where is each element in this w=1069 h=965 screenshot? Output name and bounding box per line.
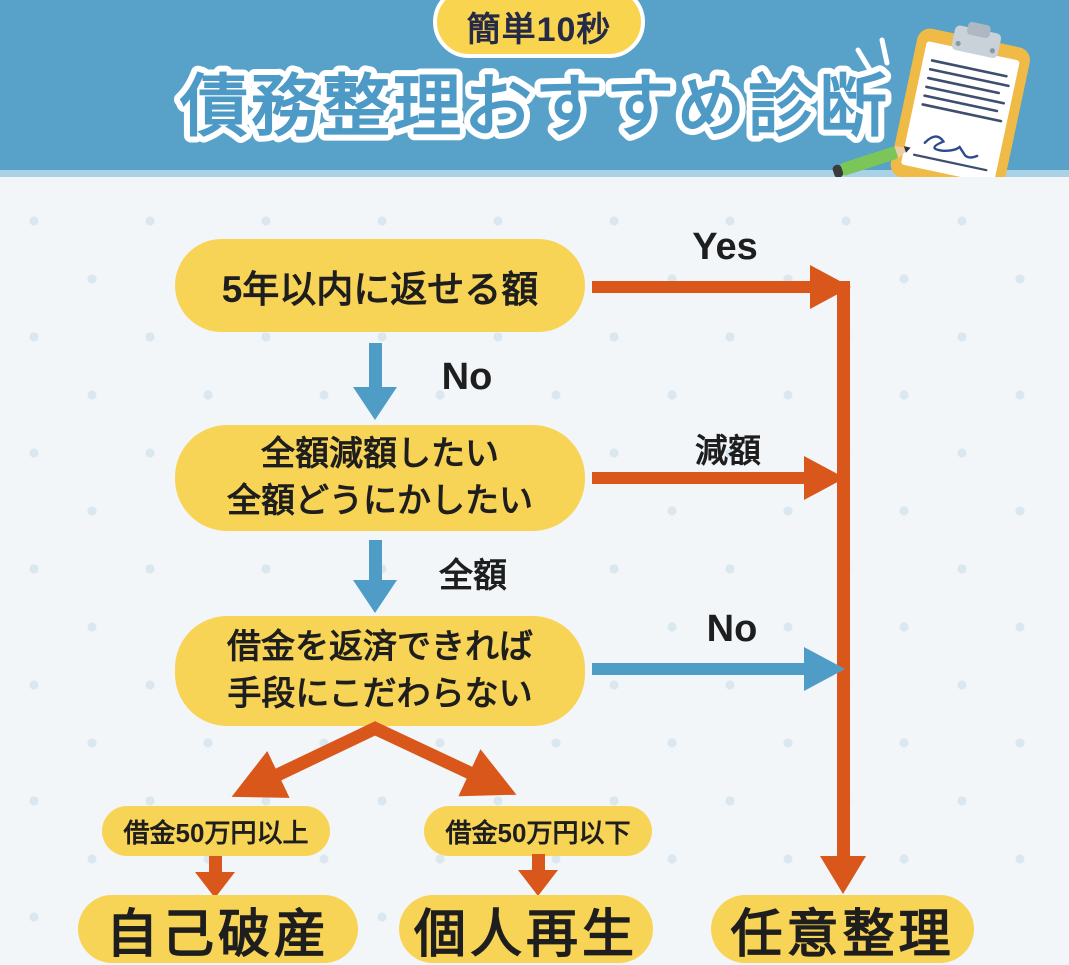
page-title-svg: 債務整理おすすめ診断	[173, 63, 893, 151]
result-rehabilitation-label: 個人再生	[413, 905, 638, 964]
page-title: 債務整理おすすめ診断	[179, 69, 890, 145]
pencil-icon	[832, 146, 911, 178]
no-label: No	[441, 356, 493, 398]
no-arrowhead-right-icon	[804, 647, 845, 691]
reduce-arrow-line	[592, 472, 807, 484]
node-q3: 借金を返済できれば 手段にこだわらない	[175, 616, 585, 726]
no-label-2: No	[706, 608, 758, 650]
drop-right-line	[532, 854, 545, 872]
result-voluntary-arrangement-label: 任意整理	[730, 905, 955, 964]
condition-left-label: 借金50万円以上	[123, 817, 309, 848]
result-rehabilitation: 個人再生	[399, 895, 653, 964]
node-q1-label: 5年以内に返せる額	[221, 268, 539, 310]
condition-right-label: 借金50万円以下	[445, 817, 631, 848]
drop-right-arrowhead-down-icon	[518, 870, 558, 896]
yes-arrowhead-right-icon	[810, 265, 851, 309]
no-arrow-line-2	[592, 663, 807, 675]
full-amount-arrowhead-down-icon	[353, 580, 397, 613]
node-q2-line1: 全額減額したい	[261, 435, 499, 474]
result-bankruptcy: 自己破産	[78, 895, 358, 964]
node-q2-line2: 全額どうにかしたい	[227, 482, 533, 520]
no-arrowhead-down-icon	[353, 387, 397, 420]
header-badge-label: 簡単10秒	[466, 10, 612, 49]
drop-left-arrowhead-down-icon	[195, 872, 235, 898]
no-arrow-line	[369, 343, 382, 389]
signature-squiggle	[912, 135, 988, 172]
split-arrows-icon	[231, 721, 517, 798]
banner-bottom-strip	[0, 170, 1069, 177]
result-voluntary-arrangement: 任意整理	[711, 895, 974, 964]
node-q2: 全額減額したい 全額どうにかしたい	[175, 425, 585, 531]
clipboard-icon	[832, 22, 1030, 197]
reduce-arrowhead-right-icon	[804, 456, 845, 500]
node-q3-line1: 借金を返済できれば	[227, 628, 533, 667]
trunk-arrowhead-down-icon	[820, 856, 866, 894]
yes-label: Yes	[692, 226, 758, 268]
header-badge: 簡単10秒	[433, 0, 645, 58]
condition-right-pill: 借金50万円以下	[424, 806, 652, 856]
trunk-line	[837, 281, 850, 858]
node-q1: 5年以内に返せる額	[175, 239, 585, 332]
condition-left-pill: 借金50万円以上	[102, 806, 330, 856]
drop-left-line	[209, 856, 222, 874]
sparkle-icon	[839, 37, 890, 116]
full-amount-label: 全額	[439, 557, 507, 595]
full-amount-arrow-line	[369, 540, 382, 582]
result-bankruptcy-label: 自己破産	[105, 905, 330, 964]
reduce-label: 減額	[695, 432, 761, 469]
node-q3-line2: 手段にこだわらない	[227, 675, 533, 713]
yes-arrow-line	[592, 281, 814, 293]
